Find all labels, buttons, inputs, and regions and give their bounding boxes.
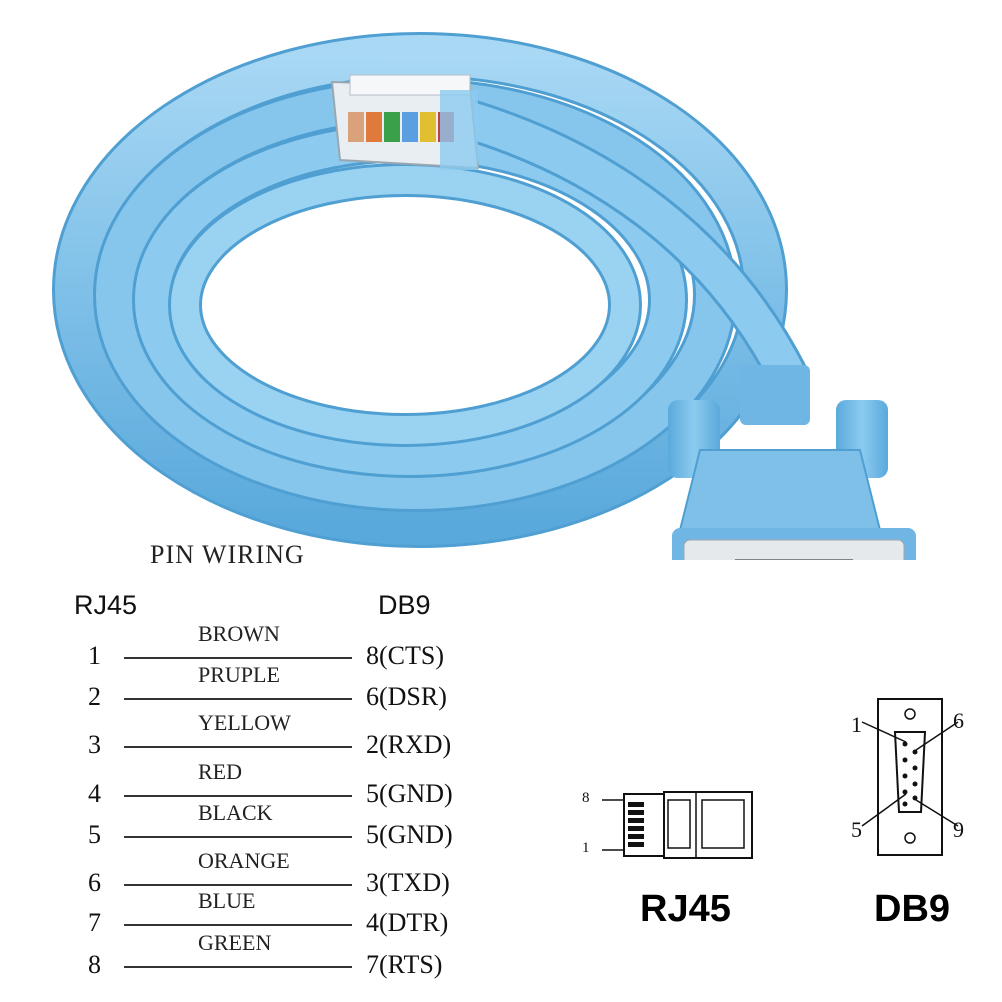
pin-row: 7 BLUE 4(DTR)	[0, 0, 470, 937]
wire-color-label: PRUPLE	[198, 662, 280, 687]
db9-pin-label: 2(RXD)	[366, 730, 452, 759]
wire-line	[124, 884, 352, 886]
db9-pin-6-label: 6	[953, 708, 964, 733]
wire-line	[124, 698, 352, 700]
pin-row: 8 GREEN 7(RTS)	[0, 0, 470, 979]
rj45-pin-number: 2	[88, 682, 101, 711]
pin-row: 6 ORANGE 3(TXD)	[0, 0, 470, 897]
pin-row: 2 PRUPLE 6(DSR)	[0, 0, 470, 711]
wire-line	[124, 966, 352, 968]
rj45-plug-icon	[330, 74, 480, 170]
wire-color-label: ORANGE	[198, 848, 290, 873]
rj45-header: RJ45	[74, 590, 138, 620]
wire-line	[124, 924, 352, 926]
db9-leader-lines	[861, 721, 959, 827]
pin-row: 5 BLACK 5(GND)	[0, 0, 470, 849]
rj45-pin-number: 8	[88, 950, 101, 979]
wire-line	[124, 836, 352, 838]
rj45-pin-1-label: 1	[582, 840, 590, 856]
db9-pin-label: 3(TXD)	[366, 868, 450, 897]
db9-pin-label: 5(GND)	[366, 820, 453, 849]
rj45-pin-number: 5	[88, 820, 101, 849]
pin-row: 4 RED 5(GND)	[0, 0, 470, 808]
db9-diagram-icon	[877, 698, 943, 856]
rj45-caption: RJ45	[640, 888, 731, 930]
wire-color-label: BROWN	[198, 621, 280, 646]
db9-pin-label: 6(DSR)	[366, 682, 447, 711]
wire-color-label: GREEN	[198, 930, 272, 955]
wire-line	[124, 657, 352, 659]
wire-color-label: BLUE	[198, 888, 256, 913]
db9-pin-label: 4(DTR)	[366, 908, 449, 937]
db9-pin-5-label: 5	[851, 817, 862, 842]
rj45-pin-8-label: 8	[582, 790, 590, 806]
db9-female-connector-icon	[668, 365, 916, 560]
rj45-pin-number: 1	[88, 641, 101, 670]
db9-pin-label: 7(RTS)	[366, 950, 443, 979]
rj45-diagram-icon	[602, 791, 753, 859]
db9-pin-9-label: 9	[953, 817, 964, 842]
cable-photo	[52, 32, 916, 560]
db9-caption: DB9	[874, 888, 951, 930]
wire-color-label: BLACK	[198, 800, 273, 825]
wire-line	[124, 746, 352, 748]
db9-header: DB9	[378, 590, 431, 620]
db9-pin-1-label: 1	[851, 712, 862, 737]
pin-row: 3 YELLOW 2(RXD)	[0, 0, 470, 759]
flat-cable-coil-icon	[52, 32, 809, 548]
db9-pin-label: 8(CTS)	[366, 641, 444, 670]
wire-color-label: RED	[198, 759, 242, 784]
wire-color-label: YELLOW	[198, 710, 291, 735]
wire-line	[124, 795, 352, 797]
pin-row: 1 BROWN 8(CTS)	[0, 0, 470, 670]
rj45-pin-number: 7	[88, 908, 101, 937]
pin-wiring-title: PIN WIRING	[150, 540, 305, 569]
rj45-pin-number: 6	[88, 868, 101, 897]
rj45-pin-number: 4	[88, 779, 101, 808]
rj45-pin-number: 3	[88, 730, 101, 759]
db9-pin-label: 5(GND)	[366, 779, 453, 808]
